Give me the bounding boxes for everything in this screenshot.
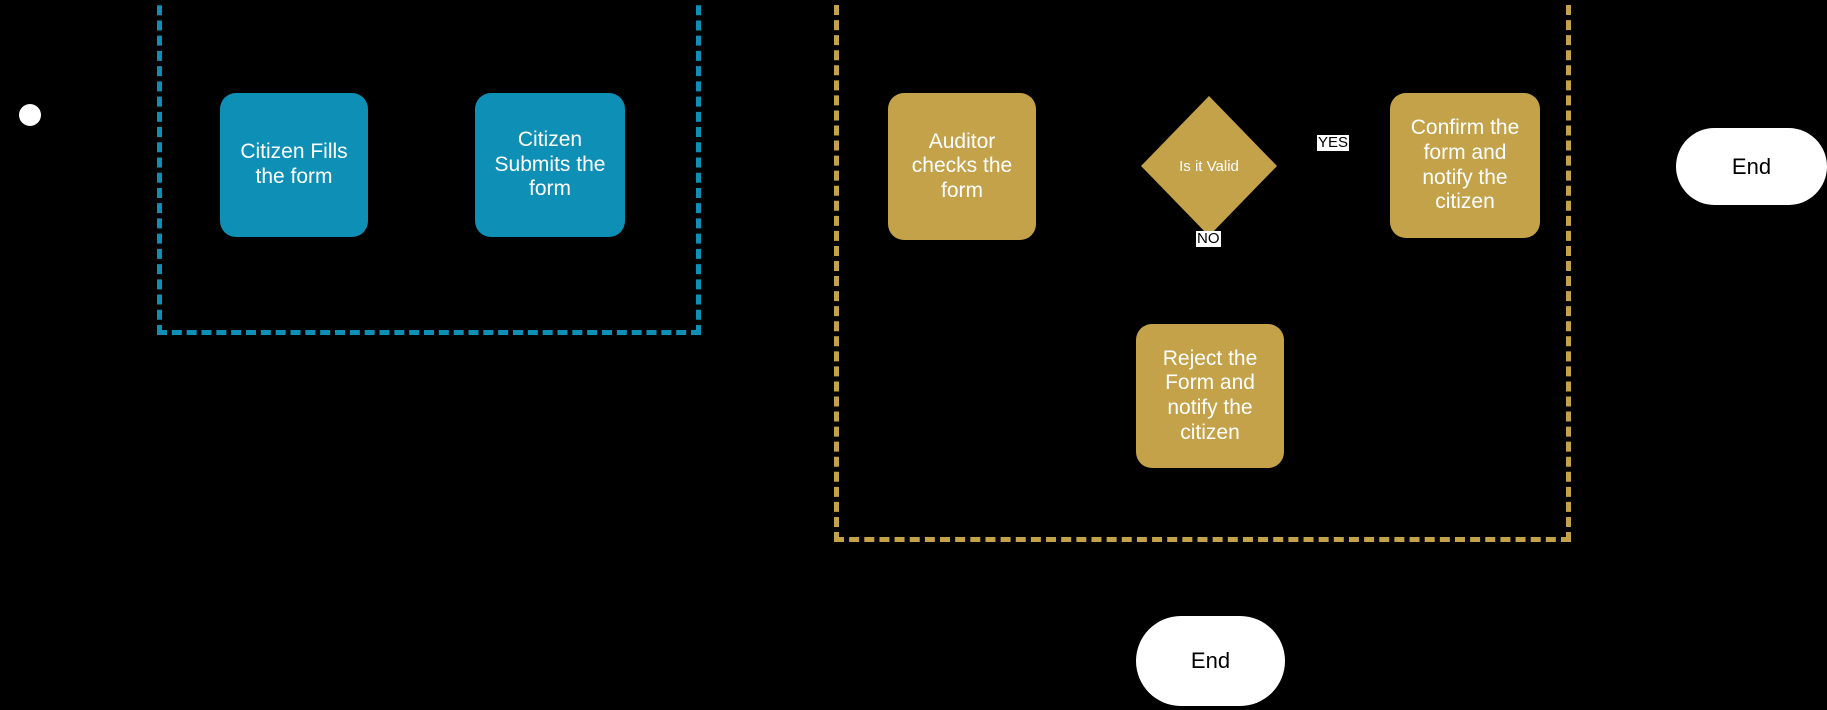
citizen-lane-container <box>157 0 701 335</box>
auditor-lane-container <box>834 0 1571 542</box>
node-confirm-the-form-and-notify-the-citizen[interactable]: Confirm the form and notify the citizen <box>1390 93 1540 238</box>
node-end-bottom[interactable]: End <box>1136 616 1285 706</box>
node-citizen-fills-the-form[interactable]: Citizen Fills the form <box>220 93 368 237</box>
node-auditor-checks-the-form[interactable]: Auditor checks the form <box>888 93 1036 240</box>
node-is-it-valid-decision[interactable]: Is it Valid <box>1141 96 1277 236</box>
edge-label-no: NO <box>1196 230 1221 247</box>
diamond-shape <box>1141 96 1277 236</box>
node-end-right[interactable]: End <box>1676 128 1827 205</box>
node-reject-the-form-and-notify-the-citizen[interactable]: Reject the Form and notify the citizen <box>1136 324 1284 468</box>
start-node[interactable] <box>19 104 41 126</box>
node-citizen-submits-the-form[interactable]: Citizen Submits the form <box>475 93 625 237</box>
edge-label-yes: YES <box>1317 134 1350 151</box>
